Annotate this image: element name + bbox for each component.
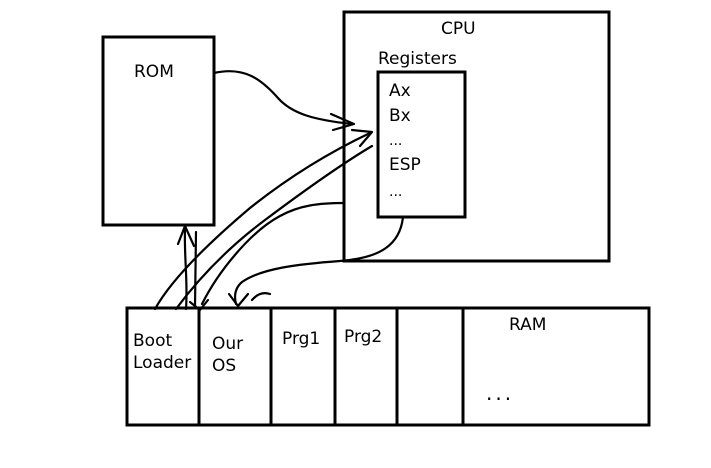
ram-segment-label: Prg1 — [282, 329, 321, 349]
register-item: Ax — [389, 81, 411, 101]
ram-box — [125, 306, 651, 427]
registers-to-os-arrowhead — [227, 292, 250, 308]
bootloader-to-registers-arrowhead — [350, 128, 374, 148]
cpu-box — [342, 10, 611, 263]
registers-to-os-arrow — [234, 215, 405, 306]
ram-segment-label: Our — [212, 334, 244, 354]
ram-segment-label: Prg2 — [344, 327, 383, 347]
rom-label: ROM — [134, 62, 174, 82]
bootloader-to-rom-arrow-2 — [193, 230, 198, 309]
registers-title: Registers — [378, 49, 457, 69]
cpu-to-os-arrow — [200, 201, 346, 306]
register-item: ... — [389, 133, 403, 149]
registers-box — [376, 70, 467, 219]
ram-segment-label: Boot — [133, 331, 173, 351]
registers-to-os-arrow-tail — [250, 292, 272, 302]
ram-segment-label: Loader — [133, 353, 192, 373]
ram-ellipsis: ... — [486, 381, 515, 405]
bootloader-to-rom-arrow — [183, 226, 188, 311]
register-item: ESP — [389, 155, 421, 175]
register-item: ... — [389, 184, 403, 200]
cpu-to-os-arrowhead — [188, 298, 210, 312]
ram-segment-label: OS — [212, 356, 237, 376]
register-item: Bx — [389, 106, 411, 126]
bootloader-to-rom-arrowhead — [176, 224, 196, 248]
ram-label: RAM — [509, 315, 547, 335]
rom-to-registers-arrowhead — [329, 112, 356, 132]
bootloader-to-registers-arrow — [153, 131, 372, 311]
bootloader-to-registers-arrow-2 — [174, 144, 374, 311]
cpu-title: CPU — [441, 19, 476, 39]
rom-to-registers-arrow — [212, 70, 354, 126]
rom-box — [101, 35, 216, 227]
